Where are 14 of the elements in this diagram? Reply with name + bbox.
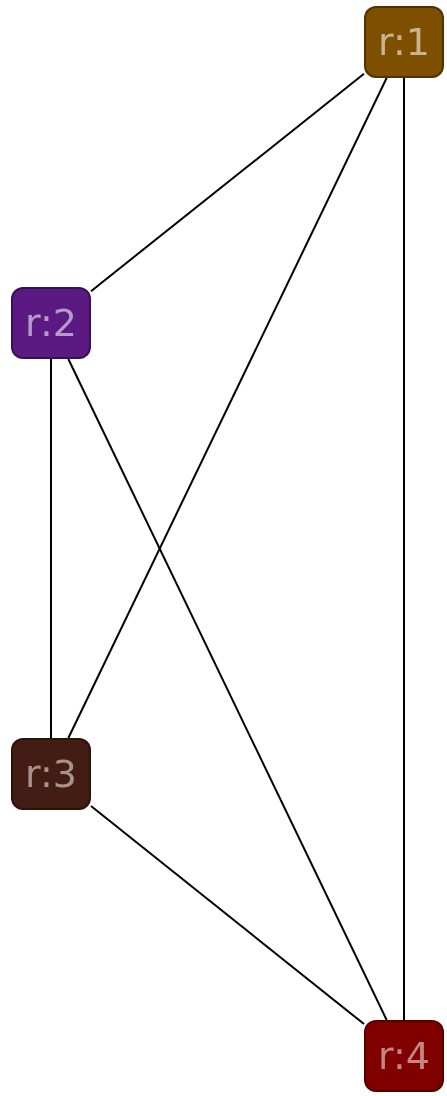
node-label: r:4 xyxy=(378,1037,430,1075)
node-label: r:1 xyxy=(378,23,430,61)
connector-line xyxy=(403,77,405,1021)
connector-line xyxy=(67,358,388,1021)
connector-line xyxy=(90,804,365,1026)
rounded-node-box xyxy=(364,1020,444,1092)
rounded-node-box xyxy=(364,6,444,78)
connector-line xyxy=(50,358,52,739)
connector-line xyxy=(90,72,365,293)
node-label: r:2 xyxy=(25,304,77,342)
connector-line xyxy=(67,77,388,739)
node-label: r:3 xyxy=(25,755,77,793)
rounded-node-box xyxy=(11,287,91,359)
rounded-node-box xyxy=(11,738,91,810)
